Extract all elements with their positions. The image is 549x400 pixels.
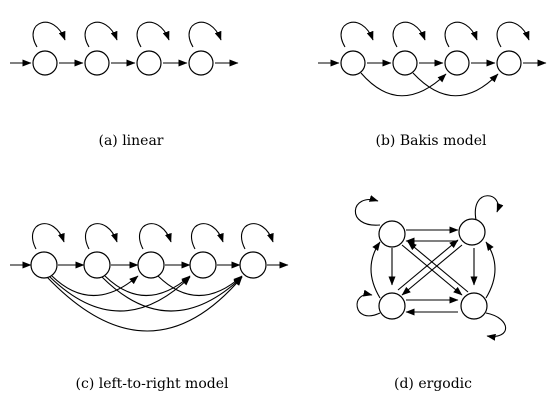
caption-ergodic: (d) ergodic: [394, 376, 472, 392]
state-1: [32, 50, 58, 76]
state-3: [137, 251, 165, 279]
caption-linear: (a) linear: [98, 133, 163, 149]
state-top-right: [458, 218, 486, 246]
self-loops: [340, 21, 530, 48]
edge-1-3: [360, 72, 447, 97]
edge-2-4: [104, 275, 191, 296]
edge-1-4: [49, 276, 191, 312]
state-5: [239, 251, 267, 279]
edge-br-tr: [485, 241, 496, 299]
state-bottom-right: [460, 292, 488, 320]
self-loops: [32, 223, 274, 250]
state-4: [496, 50, 522, 76]
transitions: [318, 59, 547, 97]
transitions: [10, 261, 289, 332]
panel-left-to-right: (c) left-to-right model: [10, 223, 289, 392]
edge-bl-tl: [370, 241, 381, 299]
state-top-left: [378, 220, 406, 248]
state-4: [189, 251, 217, 279]
edge-2-5: [101, 276, 243, 312]
edge-3-5: [157, 275, 243, 296]
self-loops: [32, 21, 222, 48]
caption-left-to-right: (c) left-to-right model: [76, 376, 229, 392]
state-2: [84, 50, 110, 76]
panel-linear: (a) linear: [10, 21, 239, 149]
state-bottom-left: [378, 292, 406, 320]
state-2: [83, 251, 111, 279]
self-loop-top-left: [354, 195, 381, 226]
self-loop-bottom-left: [356, 289, 381, 317]
edge-br-tl: [407, 241, 469, 293]
self-loops: [354, 195, 506, 341]
panel-ergodic: (d) ergodic: [354, 195, 506, 392]
state-4: [188, 50, 214, 76]
edge-bl-tr: [397, 239, 459, 291]
state-2: [392, 50, 418, 76]
state-1: [340, 50, 366, 76]
caption-bakis: (b) Bakis model: [376, 133, 488, 149]
state-3: [136, 50, 162, 76]
edge-tr-bl: [401, 244, 463, 296]
transitions: [370, 226, 496, 316]
state-1: [30, 251, 58, 279]
state-3: [444, 50, 470, 76]
self-loop-bottom-right: [485, 312, 506, 341]
edge-2-4: [412, 72, 499, 97]
edge-1-5: [46, 276, 243, 332]
self-loop-top-right: [474, 195, 504, 221]
panel-bakis: (b) Bakis model: [318, 21, 547, 149]
edge-1-3: [51, 275, 139, 296]
